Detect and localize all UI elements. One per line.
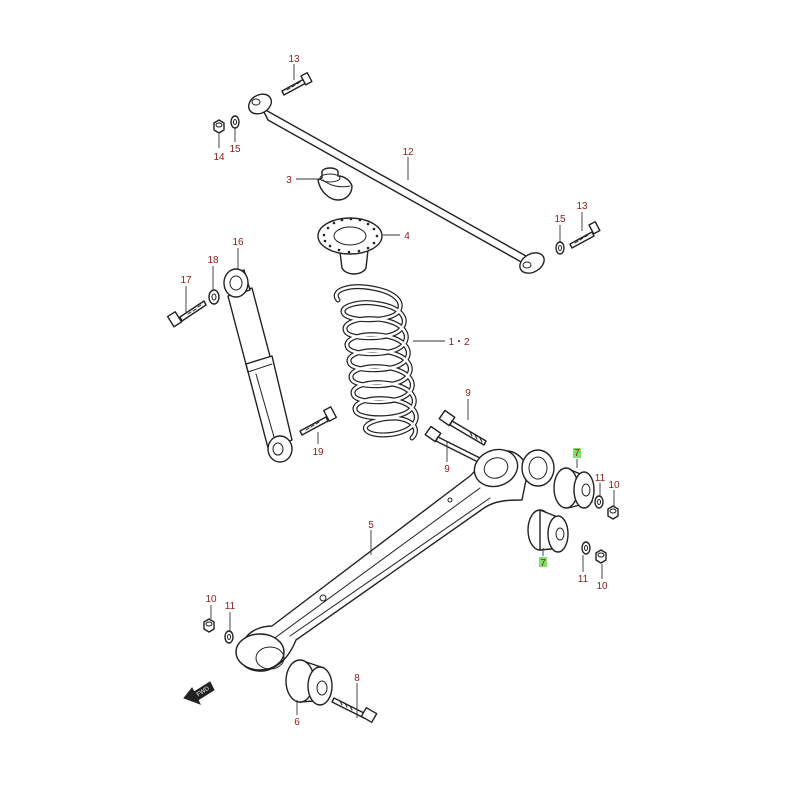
bolt-13-right[interactable] [569, 221, 601, 249]
coil-spring-part[interactable] [333, 284, 419, 441]
callout-4: 4 [404, 231, 410, 242]
washer-18[interactable] [208, 289, 220, 305]
trailing-arm-part[interactable] [235, 444, 555, 672]
bolt-8[interactable] [331, 697, 378, 724]
callout-10-left: 10 [205, 594, 217, 605]
callout-5: 5 [368, 520, 374, 531]
lateral-rod-part[interactable] [245, 90, 548, 277]
fwd-arrow-icon: FWD [183, 681, 215, 705]
callout-7-lower: 7 [540, 558, 546, 569]
callout-13-right: 13 [576, 201, 588, 212]
bushing-6[interactable] [285, 659, 333, 706]
callout-19: 19 [312, 447, 324, 458]
nut-10-lower[interactable] [595, 549, 607, 564]
callout-14: 14 [213, 152, 225, 163]
washer-11-upper[interactable] [594, 495, 604, 509]
washer-11-lower[interactable] [581, 541, 591, 555]
callout-17: 17 [180, 275, 192, 286]
bolt-9-upper[interactable] [438, 409, 487, 446]
callout-10-upper: 10 [608, 480, 620, 491]
callout-3: 3 [286, 175, 292, 186]
callout-15-upper: 15 [229, 144, 241, 155]
bolt-17[interactable] [166, 300, 207, 328]
bump-stopper-part[interactable] [317, 167, 353, 201]
callout-11-left: 11 [225, 601, 236, 612]
callout-11-lower: 11 [578, 574, 589, 585]
callouts: 13 14 15 12 3 4 15 13 16 18 17 1・2 19 9 … [180, 54, 620, 728]
shock-absorber-part[interactable] [223, 268, 293, 463]
washer-15-upper[interactable] [230, 115, 240, 129]
callout-18: 18 [207, 255, 219, 266]
callout-10-lower: 10 [596, 581, 608, 592]
washer-11-left[interactable] [224, 630, 234, 644]
callout-9-upper: 9 [465, 388, 471, 399]
bushing-7-upper[interactable] [553, 467, 595, 509]
callout-13-upper: 13 [288, 54, 300, 65]
nut-10-left[interactable] [203, 618, 215, 633]
leader-lines [185, 64, 615, 718]
callout-1-2: 1・2 [448, 337, 470, 348]
nut-14[interactable] [213, 119, 225, 134]
callout-7-upper: 7 [574, 448, 580, 459]
callout-9-lower: 9 [444, 464, 450, 475]
callout-15-right: 15 [554, 214, 566, 225]
callout-6: 6 [294, 717, 300, 728]
washer-15-right[interactable] [555, 241, 565, 255]
callout-8: 8 [354, 673, 360, 684]
bolt-13-upper[interactable] [281, 72, 313, 96]
nut-10-upper[interactable] [607, 505, 619, 520]
bushing-7-lower[interactable] [527, 509, 569, 553]
callout-16: 16 [232, 237, 244, 248]
callout-12: 12 [402, 147, 414, 158]
bolt-19[interactable] [299, 406, 338, 436]
callout-11-upper: 11 [595, 473, 606, 484]
spring-seat-part[interactable] [317, 217, 383, 275]
